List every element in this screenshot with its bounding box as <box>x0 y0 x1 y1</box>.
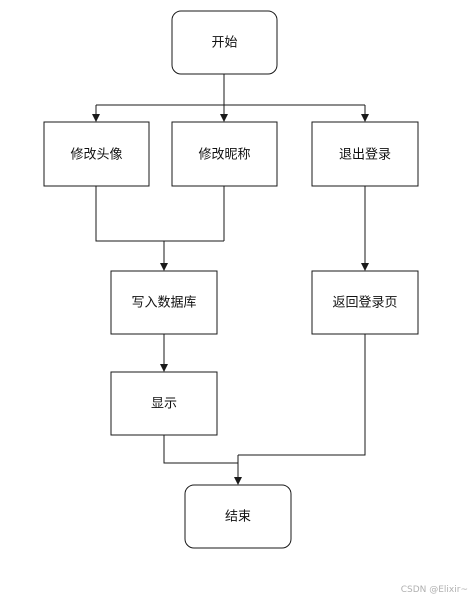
node-return-login: 返回登录页 <box>311 270 419 335</box>
arrow-end <box>234 477 242 485</box>
node-return-login-label: 返回登录页 <box>332 296 397 311</box>
node-start: 开始 <box>171 10 278 75</box>
node-end-label: 结束 <box>225 510 251 525</box>
node-change-avatar: 修改头像 <box>43 121 150 187</box>
arrow-write-db <box>160 263 168 271</box>
node-display-label: 显示 <box>151 397 177 412</box>
node-change-nickname: 修改昵称 <box>171 121 278 187</box>
node-write-db: 写入数据库 <box>110 270 218 335</box>
arrow-display <box>160 364 168 372</box>
watermark: CSDN @Elixir~ <box>401 585 468 595</box>
edge-avatar-down <box>95 186 224 242</box>
edges <box>92 74 369 485</box>
edge-return-login-down <box>238 334 366 456</box>
edge-display-down <box>163 435 238 464</box>
arrow-return-login <box>361 263 369 271</box>
arrow-change-avatar <box>92 114 100 122</box>
node-change-nickname-label: 修改昵称 <box>198 148 250 163</box>
arrow-change-nickname <box>220 114 228 122</box>
node-logout: 退出登录 <box>311 121 419 187</box>
node-display: 显示 <box>110 371 218 436</box>
arrow-logout <box>361 114 369 122</box>
node-logout-label: 退出登录 <box>339 148 391 163</box>
node-start-label: 开始 <box>211 36 237 51</box>
node-write-db-label: 写入数据库 <box>131 295 196 311</box>
node-end: 结束 <box>184 484 292 549</box>
node-change-avatar-label: 修改头像 <box>70 148 122 163</box>
